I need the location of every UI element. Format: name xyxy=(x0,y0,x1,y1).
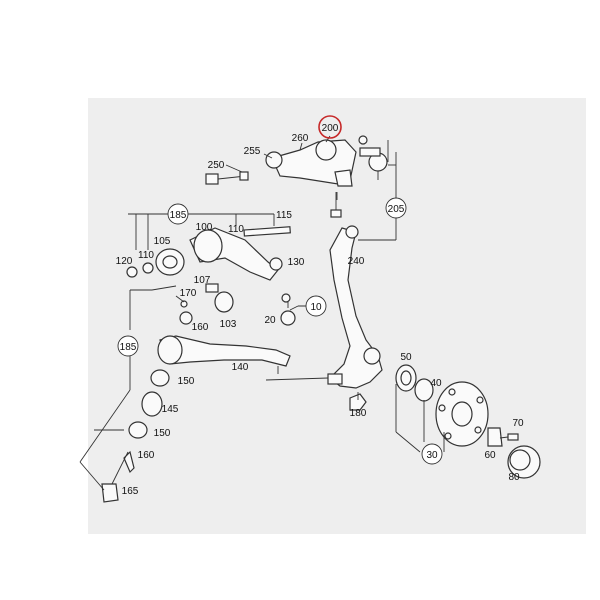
label-80: 80 xyxy=(508,472,520,483)
label-120: 120 xyxy=(116,256,133,267)
label-20: 20 xyxy=(264,315,276,326)
label-115: 115 xyxy=(276,210,292,221)
stud-bolt xyxy=(330,192,342,218)
label-205: 205 xyxy=(388,204,405,215)
label-70: 70 xyxy=(512,418,524,429)
label-103: 103 xyxy=(220,319,237,330)
steering-knuckle xyxy=(327,225,383,389)
upper-ball-joint xyxy=(358,135,388,180)
label-110-right: 110 xyxy=(228,224,244,235)
upper-control-arm xyxy=(265,139,357,187)
label-240: 240 xyxy=(348,256,365,267)
label-185-left: 185 xyxy=(120,342,137,353)
label-160-top: 160 xyxy=(192,322,209,333)
label-50: 50 xyxy=(400,352,412,363)
ball-joint-20 xyxy=(280,293,296,326)
label-107: 107 xyxy=(194,275,211,286)
clip-60 xyxy=(487,427,503,447)
label-140: 140 xyxy=(232,362,249,373)
label-150-top: 150 xyxy=(178,376,195,387)
label-260: 260 xyxy=(292,133,309,144)
label-100: 100 xyxy=(196,222,213,233)
lower-arm-bushing-group xyxy=(126,226,291,313)
bolt-250 xyxy=(205,171,249,185)
label-40: 40 xyxy=(430,378,442,389)
label-110-left: 110 xyxy=(138,250,154,261)
label-130: 130 xyxy=(288,257,305,268)
label-105: 105 xyxy=(154,236,171,247)
label-170: 170 xyxy=(180,288,197,299)
bushing-stack-left xyxy=(101,369,170,503)
label-10: 10 xyxy=(310,302,322,313)
label-250: 250 xyxy=(208,160,225,171)
wheel-hub xyxy=(435,381,489,447)
bushing-washer-160-top xyxy=(179,300,193,325)
label-200: 200 xyxy=(322,123,339,134)
label-145: 145 xyxy=(162,404,179,415)
label-160-bottom: 160 xyxy=(138,450,155,461)
label-150-bottom: 150 xyxy=(154,428,171,439)
front-lower-arm xyxy=(157,335,291,374)
label-165: 165 xyxy=(122,486,139,497)
label-30: 30 xyxy=(426,450,438,461)
bolt-70 xyxy=(499,433,519,441)
part-labels: 200 260 255 250 185 100 115 105 110 120 … xyxy=(116,115,524,497)
cap-80 xyxy=(507,445,541,479)
label-185-top: 185 xyxy=(170,210,187,221)
bearing-50 xyxy=(395,364,417,392)
highlight-ring xyxy=(318,115,342,139)
label-180: 180 xyxy=(350,408,367,419)
label-60: 60 xyxy=(484,450,496,461)
label-255: 255 xyxy=(244,146,261,157)
